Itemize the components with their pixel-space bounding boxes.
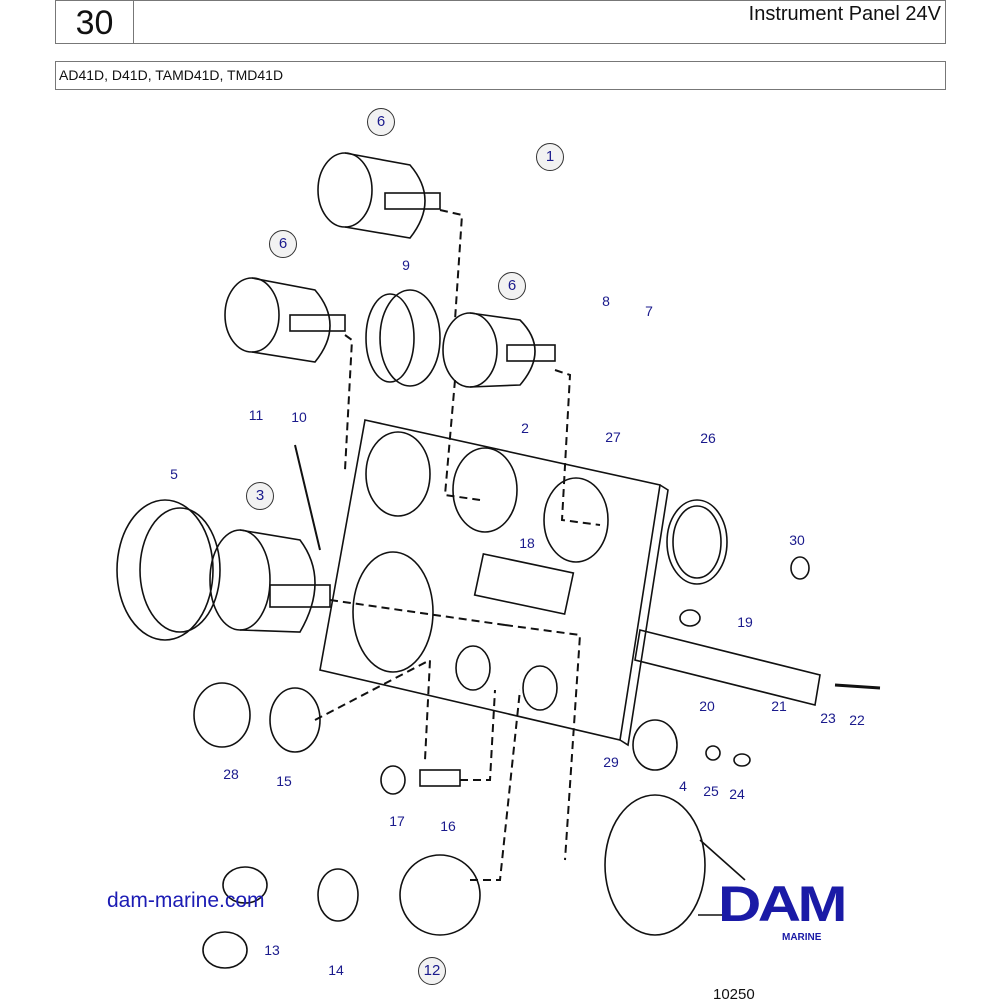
callout-label: 12 <box>418 957 446 985</box>
callout-label: 25 <box>703 783 719 799</box>
callout-label: 4 <box>679 778 687 794</box>
buzzer-15 <box>269 687 321 753</box>
callout-label: 10 <box>291 409 307 425</box>
callout-label: 16 <box>440 818 456 834</box>
cover-4 <box>604 794 706 936</box>
callout-label: 1 <box>536 143 564 171</box>
gauge-left <box>224 277 346 363</box>
callout-label: 28 <box>223 766 239 782</box>
cover-28 <box>193 682 251 748</box>
callout-label: 23 <box>820 710 836 726</box>
callout-label: 14 <box>328 962 344 978</box>
ring-9 <box>365 289 441 387</box>
instrument-panel <box>319 419 661 741</box>
callout-label: 26 <box>700 430 716 446</box>
engine-models: AD41D, D41D, TAMD41D, TMD41D <box>55 61 946 90</box>
callout-label: 24 <box>729 786 745 802</box>
callout-label: 20 <box>699 698 715 714</box>
callout-label: 30 <box>789 532 805 548</box>
logo-subtitle: MARINE <box>782 932 822 943</box>
callout-label: 18 <box>519 535 535 551</box>
section-number: 30 <box>56 1 134 43</box>
callout-label: 7 <box>645 303 653 319</box>
page-title: Instrument Panel 24V <box>748 3 941 25</box>
callout-label: 15 <box>276 773 292 789</box>
callout-label: 6 <box>269 230 297 258</box>
callout-label: 5 <box>170 466 178 482</box>
callout-label: 3 <box>246 482 274 510</box>
callout-label: 27 <box>605 429 621 445</box>
callout-label: 19 <box>737 614 753 630</box>
ring-26 <box>666 499 728 585</box>
gauge-middle <box>442 312 556 388</box>
callout-label: 13 <box>264 942 280 958</box>
callout-label: 11 <box>248 407 264 423</box>
callout-label: 21 <box>771 698 787 714</box>
callout-label: 2 <box>521 420 529 436</box>
callout-label: 8 <box>602 293 610 309</box>
dam-logo: DAM <box>718 876 847 932</box>
website-link[interactable]: dam-marine.com <box>107 889 265 912</box>
figure-number: 10250 <box>713 986 755 1003</box>
callout-label: 17 <box>389 813 405 829</box>
callout-label: 9 <box>402 257 410 273</box>
callout-label: 6 <box>367 108 395 136</box>
bezel-5 <box>116 499 221 641</box>
callout-label: 29 <box>603 754 619 770</box>
large-gauge-3 <box>209 529 331 633</box>
callout-label: 22 <box>849 712 865 728</box>
gauge-top <box>317 152 441 239</box>
callout-label: 6 <box>498 272 526 300</box>
header-bar: 30 Instrument Panel 24V <box>55 0 946 44</box>
